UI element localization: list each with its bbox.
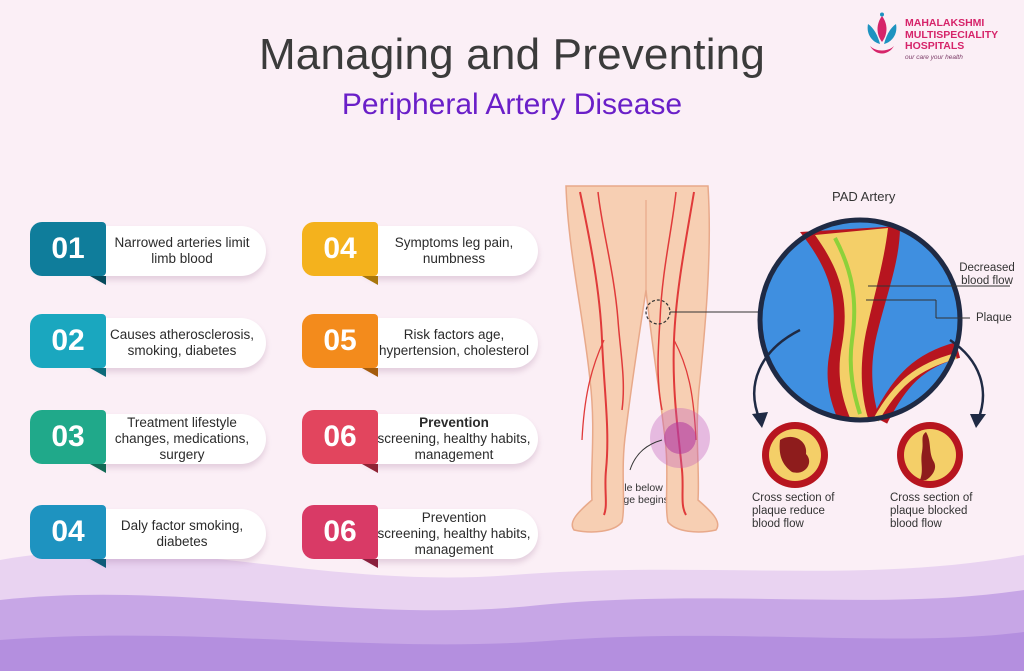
page-subtitle: Peripheral Artery Disease: [341, 88, 683, 121]
card-text: Daly factor smoking, diabetes: [120, 518, 244, 549]
info-card-04-right: 04 Symptoms leg pain, numbness: [302, 222, 538, 285]
card-pill: [354, 414, 538, 464]
card-text: Symptoms leg pain, numbness: [394, 235, 514, 266]
card-pill: [354, 509, 538, 559]
card-number: 06: [302, 505, 378, 559]
card-pill: [354, 318, 538, 368]
card-text: Treatment lifestyle changes, medications…: [114, 415, 250, 462]
card-number: 04: [302, 222, 378, 276]
card-text: Narrowed arteries limit limb blood: [114, 235, 250, 266]
pad-artery-diagram: [757, 217, 1010, 424]
card-fold: [90, 464, 106, 473]
cross-section-2-label: Cross section of plaque blocked blood fl…: [890, 492, 973, 530]
card-text: Risk factors age, hypertension, choleste…: [378, 327, 530, 358]
card-number: 05: [302, 314, 378, 368]
card-text: Prevention screening, healthy habits, ma…: [374, 509, 534, 559]
card-text: Prevention screening, healthy habits, ma…: [374, 414, 534, 464]
card-body: screening, healthy habits, management: [377, 431, 531, 462]
pad-artery-label: PAD Artery: [832, 189, 896, 204]
legs-drawing: [565, 185, 770, 533]
logo-text: MAHALAKSHMI MULTISPECIALITY HOSPITALS: [905, 17, 999, 53]
card-fold: [362, 368, 378, 377]
info-card-05: 05 Risk factors age, hypertension, chole…: [302, 314, 538, 377]
cross-section-2: [897, 422, 963, 488]
card-number: 04: [30, 505, 106, 559]
info-card-02: 02 Causes atherosclerosis, smoking, diab…: [30, 314, 266, 377]
logo-tagline: our care your health: [905, 54, 963, 61]
card-number: 03: [30, 410, 106, 464]
logo-line-1: MAHALAKSHMI: [905, 17, 985, 29]
decreased-flow-label: Decreased blood flow: [959, 262, 1015, 287]
logo-line-3: HOSPITALS: [905, 40, 965, 52]
card-number: 02: [30, 314, 106, 368]
hospital-logo: MAHALAKSHMI MULTISPECIALITY HOSPITALS ou…: [862, 10, 1022, 66]
card-fold: [362, 276, 378, 285]
info-card-01: 01 Narrowed arteries limit limb blood: [30, 222, 266, 285]
card-pill: [354, 226, 538, 276]
card-text: Causes atherosclerosis, smoking, diabete…: [109, 327, 255, 358]
card-fold: [90, 559, 106, 568]
card-fold: [362, 464, 378, 473]
card-pill: [82, 509, 266, 559]
info-card-06-a: 06 Prevention screening, healthy habits,…: [302, 410, 538, 473]
info-card-06-b: 06 Prevention screening, healthy habits,…: [302, 505, 538, 568]
card-pill: [82, 414, 266, 464]
info-card-03: 03 Treatment lifestyle changes, medicati…: [30, 410, 266, 473]
plaque-label: Plaque: [976, 312, 1012, 324]
card-fold: [90, 276, 106, 285]
logo-line-2: MULTISPECIALITY: [905, 28, 999, 41]
cross-section-1-label: Cross section of plaque reduce blood flo…: [752, 492, 835, 530]
card-title: Prevention: [419, 415, 489, 430]
card-number: 01: [30, 222, 106, 276]
card-title: Prevention: [421, 510, 487, 525]
card-number: 06: [302, 410, 378, 464]
card-pill: [82, 318, 266, 368]
card-pill: [82, 226, 266, 276]
card-fold: [90, 368, 106, 377]
cross-section-1: [762, 422, 828, 488]
card-body: screening, healthy habits, management: [377, 526, 531, 557]
info-card-04-left: 04 Daly factor smoking, diabetes: [30, 505, 266, 568]
lotus-logo-icon: [867, 12, 897, 54]
card-fold: [362, 559, 378, 568]
page-title: Managing and Preventing: [258, 30, 766, 79]
